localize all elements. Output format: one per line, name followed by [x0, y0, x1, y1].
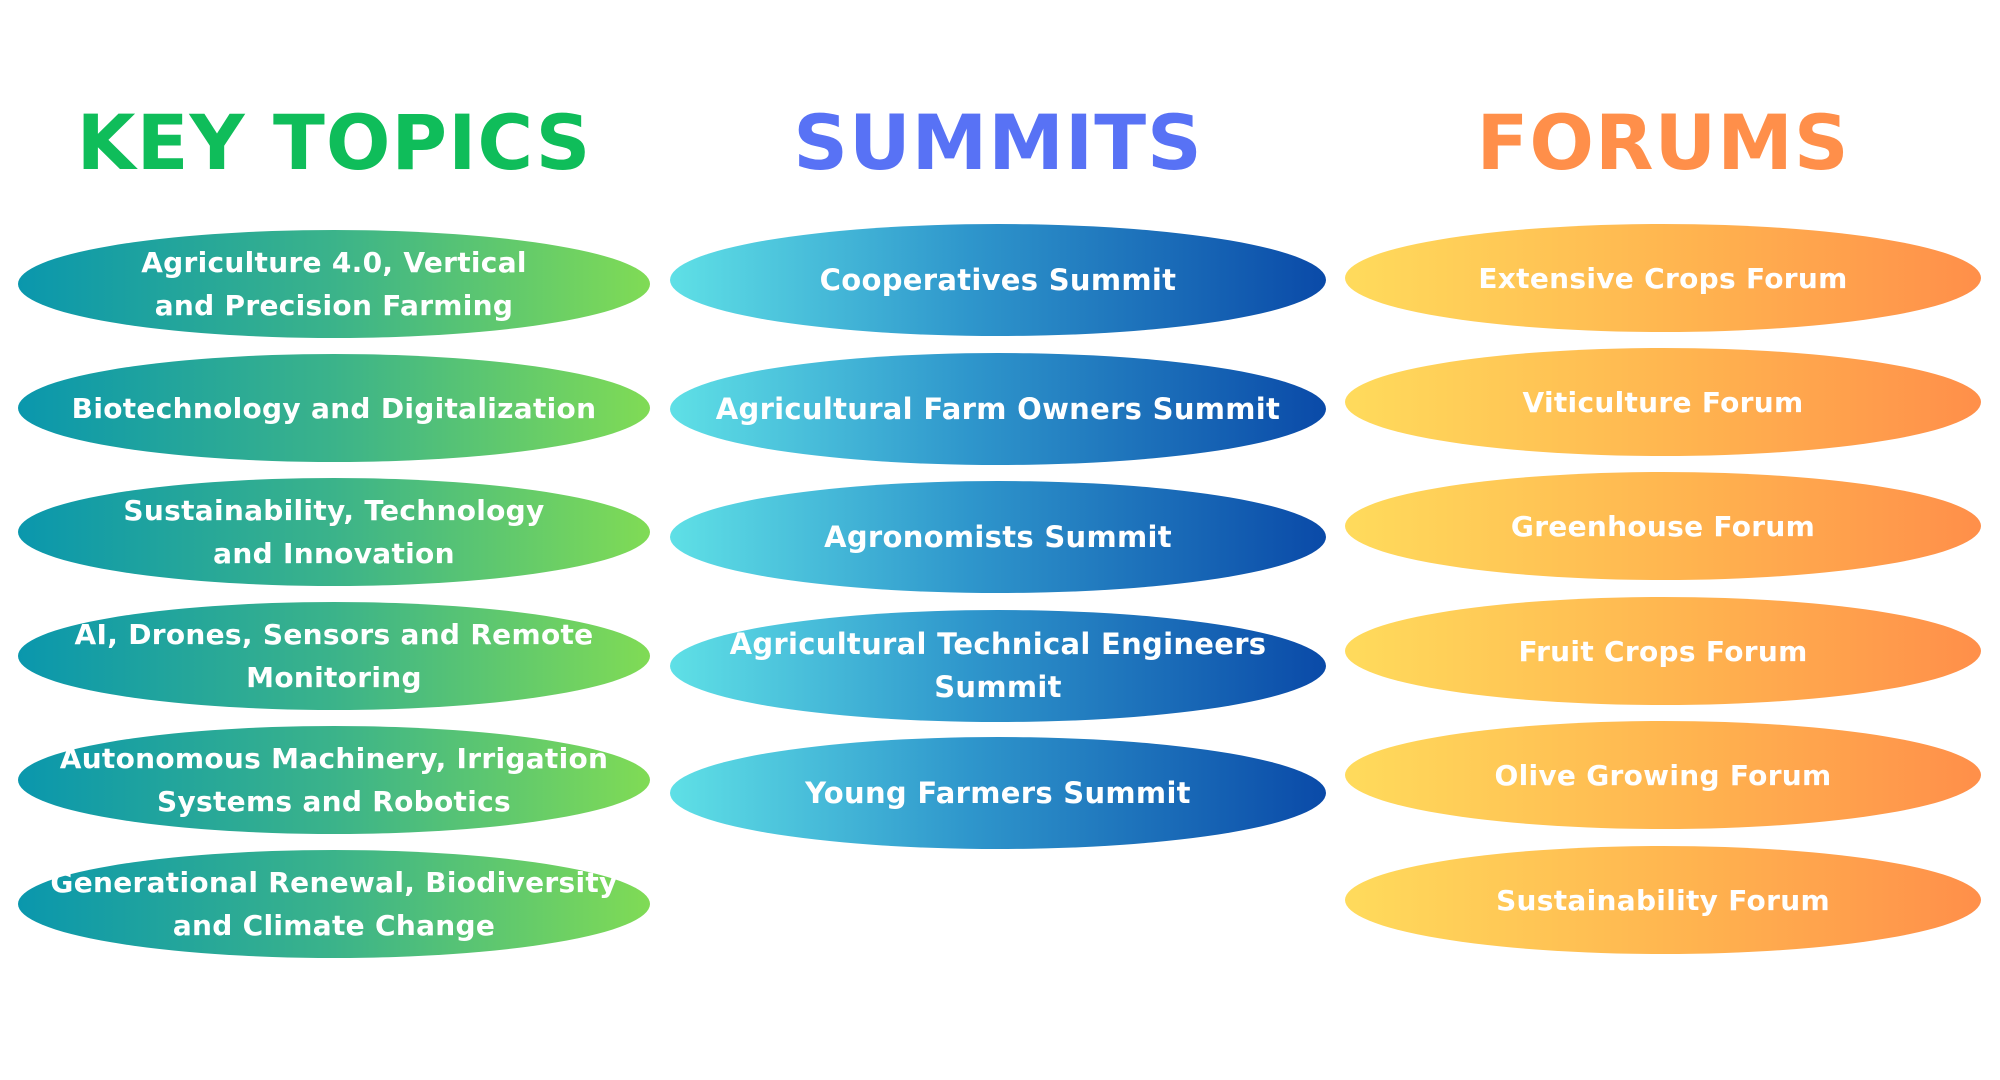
topic-pill-line: AI, Drones, Sensors and Remote	[74, 618, 594, 651]
topic-pill-line: Systems and Robotics	[157, 785, 511, 818]
topic-pill-line: Autonomous Machinery, Irrigation	[59, 742, 609, 775]
topic-pill: Sustainability, Technology and Innovatio…	[18, 478, 650, 586]
forum-pill: Fruit Crops Forum	[1345, 597, 1981, 705]
forum-pill-label: Sustainability Forum	[1496, 883, 1830, 917]
summit-pill-label: Agronomists Summit	[824, 519, 1172, 554]
summit-pill-label: Young Farmers Summit	[805, 775, 1191, 810]
topic-pill-line: and Innovation	[213, 537, 455, 570]
topic-pill: Biotechnology and Digitalization	[18, 354, 650, 462]
summit-pill: Cooperatives Summit	[670, 224, 1326, 336]
forum-pill: Extensive Crops Forum	[1345, 224, 1981, 332]
topic-pill-line: Sustainability, Technology	[123, 494, 545, 527]
summit-pill: Agricultural Farm Owners Summit	[670, 353, 1326, 465]
forum-pill-label: Extensive Crops Forum	[1478, 261, 1848, 295]
topic-pill-line: Biotechnology and Digitalization	[71, 391, 597, 425]
topic-pill-line: and Climate Change	[172, 909, 496, 942]
forums-title: FORUMS	[1476, 98, 1850, 187]
summits-title: SUMMITS	[793, 98, 1203, 187]
topic-pill: Generational Renewal, Biodiversity and C…	[18, 850, 650, 958]
summit-pill: Young Farmers Summit	[670, 737, 1326, 849]
summit-pill-label: Agricultural Technical Engineers Summit	[729, 627, 1267, 704]
topic-pill: AI, Drones, Sensors and Remote Monitorin…	[18, 602, 650, 710]
summit-pill-label: Agricultural Farm Owners Summit	[715, 391, 1281, 426]
summit-pill: Agricultural Technical Engineers Summit	[670, 610, 1326, 722]
topic-pill: Agriculture 4.0, Vertical and Precision …	[18, 230, 650, 338]
topic-pill-line: and Precision Farming	[154, 289, 514, 322]
forum-pill: Olive Growing Forum	[1345, 721, 1981, 829]
topic-pill-line: Monitoring	[246, 661, 422, 694]
topic-pill-line: Generational Renewal, Biodiversity	[50, 866, 618, 899]
key-topics-title: KEY TOPICS	[76, 98, 592, 187]
forum-pill-label: Greenhouse Forum	[1510, 509, 1816, 543]
forum-pill-label: Viticulture Forum	[1522, 385, 1804, 419]
topic-pill-line: Agriculture 4.0, Vertical	[141, 246, 527, 279]
forum-pill: Greenhouse Forum	[1345, 472, 1981, 580]
topic-pill: Autonomous Machinery, Irrigation Systems…	[18, 726, 650, 834]
forum-pill-label: Fruit Crops Forum	[1518, 634, 1808, 668]
forum-pill-label: Olive Growing Forum	[1494, 758, 1832, 792]
forum-pill: Sustainability Forum	[1345, 846, 1981, 954]
summit-pill-label: Cooperatives Summit	[819, 262, 1177, 297]
forum-pill: Viticulture Forum	[1345, 348, 1981, 456]
summit-pill: Agronomists Summit	[670, 481, 1326, 593]
